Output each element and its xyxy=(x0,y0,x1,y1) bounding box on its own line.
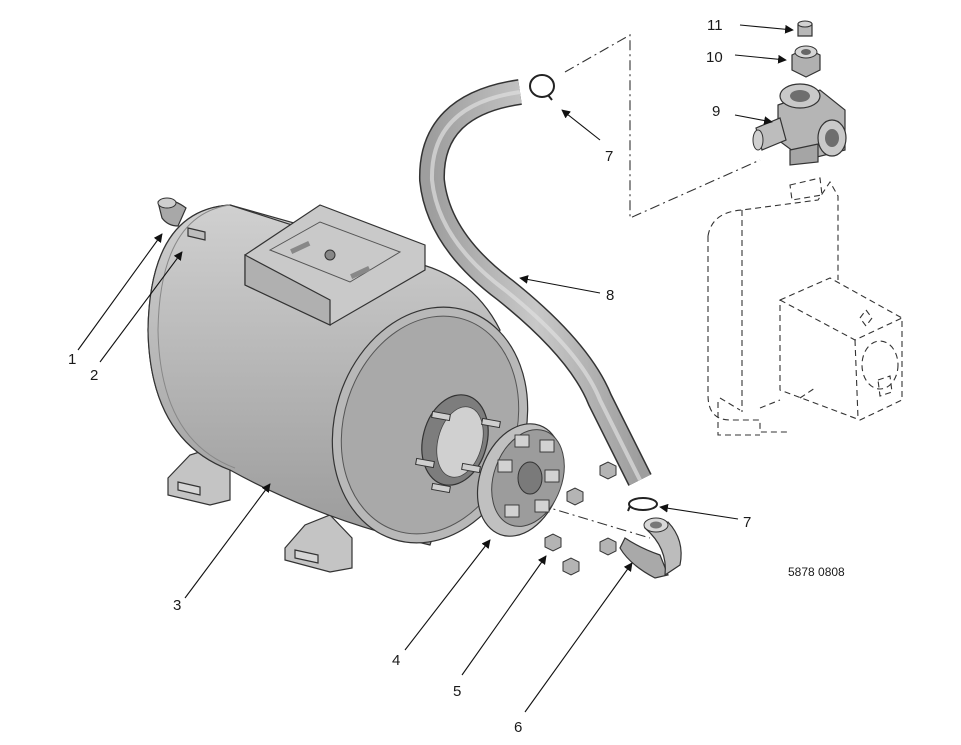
callout-4: 4 xyxy=(392,652,400,669)
callout-7-top: 7 xyxy=(605,148,613,165)
nuts xyxy=(544,461,617,576)
callout-3: 3 xyxy=(173,597,181,614)
assembly-guide-lines xyxy=(539,34,761,539)
flange xyxy=(476,423,565,537)
callout-2: 2 xyxy=(90,367,98,384)
callout-11: 11 xyxy=(707,17,723,34)
callout-7-bottom: 7 xyxy=(743,514,751,531)
elbow-fitting xyxy=(619,517,682,579)
bushing xyxy=(791,45,821,78)
callout-10: 10 xyxy=(706,49,723,66)
tee-fitting xyxy=(752,83,847,166)
plug xyxy=(797,20,813,37)
callout-1: 1 xyxy=(68,351,76,368)
hose-clamps xyxy=(529,74,658,512)
drawing-number: 5878 0808 xyxy=(788,565,845,579)
callout-9: 9 xyxy=(712,103,720,120)
callout-5: 5 xyxy=(453,683,461,700)
pump-outline xyxy=(707,177,903,436)
hose xyxy=(418,79,652,486)
callout-6: 6 xyxy=(514,719,522,736)
callout-8: 8 xyxy=(606,287,614,304)
leader-lines xyxy=(77,24,794,713)
pressure-tank xyxy=(147,197,529,573)
callout-labels: 1 2 3 4 5 6 7 7 8 9 10 11 5878 0808 xyxy=(68,17,845,736)
